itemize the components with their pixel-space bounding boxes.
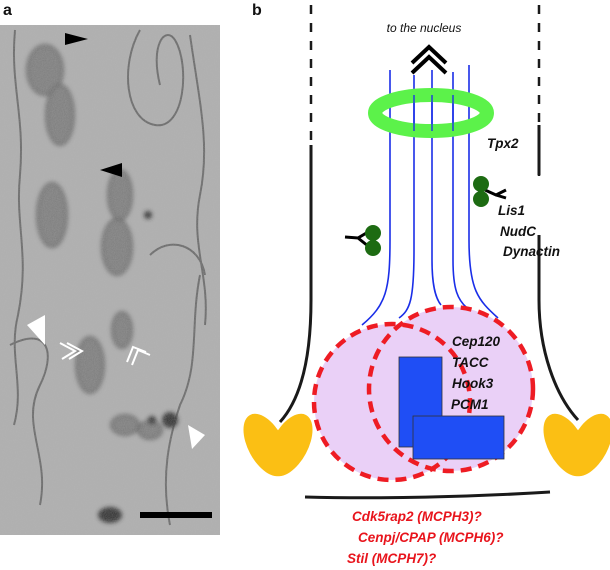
- centrosome-label-tacc: TACC: [452, 355, 489, 370]
- tpx2-label: Tpx2: [487, 136, 519, 151]
- dynein-motor-icon: [473, 176, 507, 207]
- tpx2-ring: [368, 88, 494, 138]
- dynein-motor-icon: [344, 225, 381, 256]
- mcph-label-stil: Stil (MCPH7)?: [347, 551, 436, 566]
- panel-b-label: b: [252, 2, 262, 19]
- motor-label-dynactin: Dynactin: [503, 244, 560, 259]
- mcph-label-cdk5rap2: Cdk5rap2 (MCPH3)?: [352, 509, 482, 524]
- white-arrowhead-icon: [188, 425, 205, 449]
- white-arrowhead-icon: [27, 315, 45, 345]
- electron-micrograph: [0, 25, 220, 535]
- centriole-horizontal: [412, 415, 505, 460]
- double-chevron-icon: [59, 342, 85, 360]
- direction-label: to the nucleus: [387, 21, 462, 35]
- cell-membrane: [278, 145, 580, 500]
- adherens-junction-left: [243, 413, 313, 477]
- microtubules: [361, 65, 499, 326]
- scale-bar: [140, 512, 212, 518]
- double-chevron-up-icon: [410, 44, 448, 75]
- schematic-diagram: to the nucleus Tpx2 Lis1 NudC Dynactin: [243, 5, 610, 566]
- double-chevron-icon: [126, 345, 151, 366]
- motor-label-nudc: NudC: [500, 224, 536, 239]
- black-arrowhead-icon: [65, 33, 88, 45]
- panel-a-label: a: [3, 2, 12, 19]
- mcph-label-cenpj: Cenpj/CPAP (MCPH6)?: [358, 530, 504, 545]
- centrosome-label-cep120: Cep120: [452, 334, 501, 349]
- motor-label-lis1: Lis1: [498, 203, 525, 218]
- black-arrowhead-icon: [100, 163, 122, 177]
- adherens-junction-right: [543, 413, 610, 477]
- centrosome-label-hook3: Hook3: [452, 376, 494, 391]
- centrosome-label-pcm1: PCM1: [451, 397, 489, 412]
